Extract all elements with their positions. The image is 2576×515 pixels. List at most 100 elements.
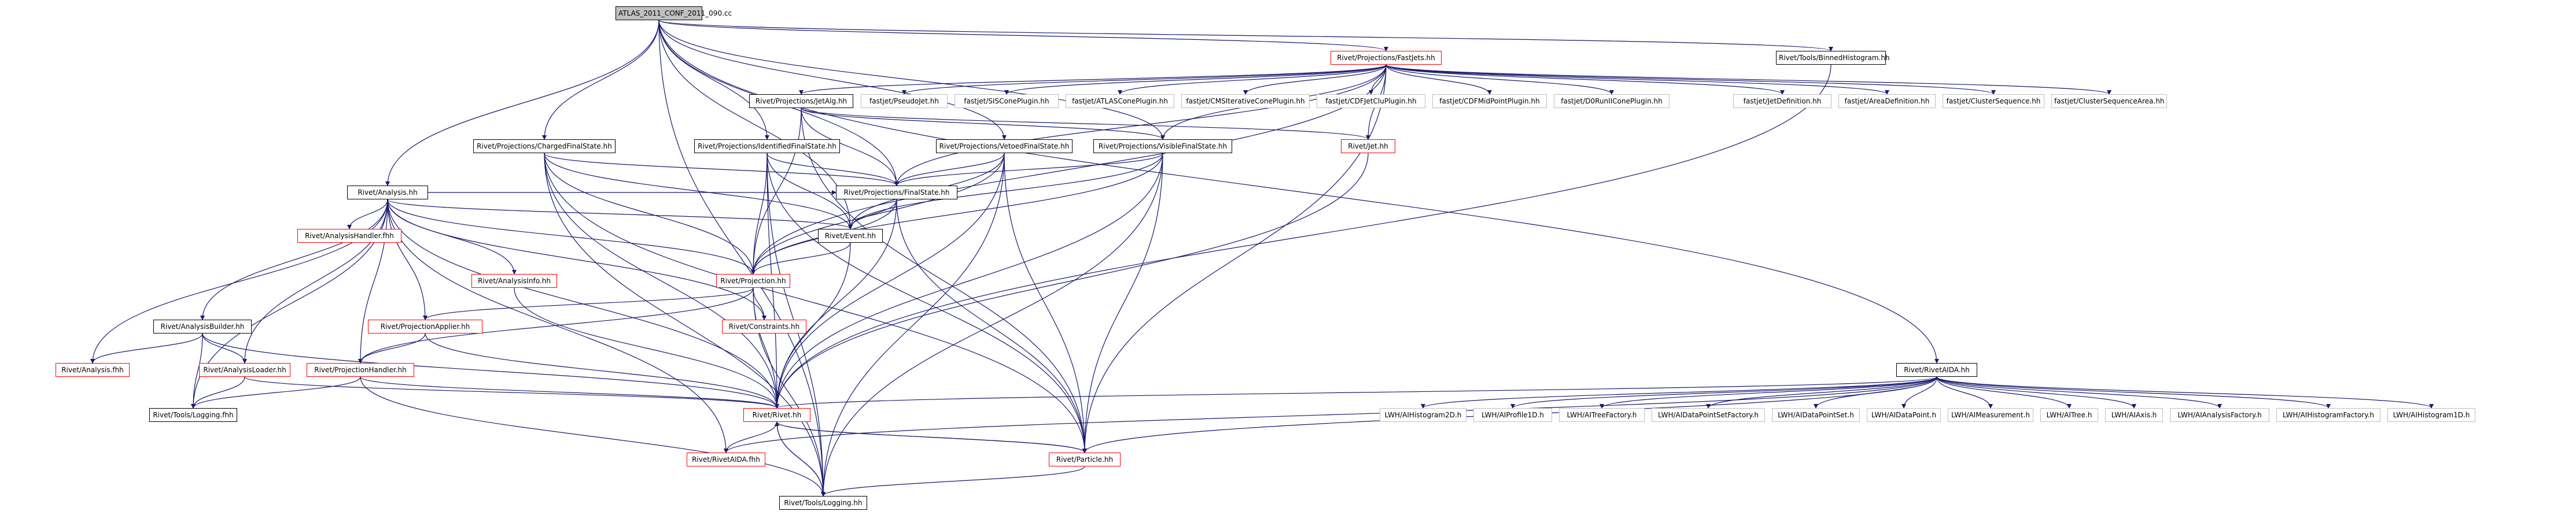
edge-root-to-visible	[658, 20, 1165, 140]
edge-event-to-rivet	[775, 242, 851, 409]
particle-node[interactable]: Rivet/Particle.hh	[1049, 453, 1121, 466]
edge-analysisbuilder-to-toolslogfhh	[191, 333, 203, 409]
edge-analysis-to-analysisfhh	[90, 199, 388, 364]
tools-logging-fhh-node[interactable]: Rivet/Tools/Logging.fhh	[149, 408, 237, 422]
lwh-axis-node[interactable]: LWH/AIAxis.h	[2105, 408, 2163, 422]
event-node[interactable]: Rivet/Event.hh	[818, 229, 883, 243]
lwh-measurement-node[interactable]: LWH/AIMeasurement.h	[1948, 408, 2033, 422]
edge-rivetaidahh-to-treefactory	[1600, 376, 1937, 409]
constraints-node[interactable]: Rivet/Constraints.hh	[722, 320, 806, 334]
edge-analysisbuilder-to-rivet	[202, 333, 779, 409]
identified-final-state-node[interactable]: Rivet/Projections/IdentifiedFinalState.h…	[694, 139, 840, 153]
rivet-jet-node[interactable]: Rivet/Jet.hh	[1341, 139, 1395, 153]
lwh-histogram2d-node[interactable]: LWH/AIHistogram2D.h	[1380, 408, 1466, 422]
lwh-datapoint-node[interactable]: LWH/AIDataPoint.h	[1867, 408, 1941, 422]
edge-projhandler-to-logging	[360, 376, 826, 497]
edge-root-to-binned	[658, 20, 1833, 51]
analysis-header-node[interactable]: Rivet/Analysis.hh	[347, 186, 428, 199]
atlascone-plugin-node[interactable]: fastjet/ATLASConePlugin.hh	[1066, 94, 1174, 108]
area-definition-node[interactable]: fastjet/AreaDefinition.hh	[1838, 94, 1936, 108]
projection-applier-node[interactable]: Rivet/ProjectionApplier.hh	[368, 320, 482, 334]
jet-definition-node[interactable]: fastjet/JetDefinition.hh	[1733, 94, 1831, 108]
edge-root-to-rivetaidahh	[658, 20, 1939, 364]
binned-histogram-node[interactable]: Rivet/Tools/BinnedHistogram.hh	[1776, 51, 1890, 65]
edge-fastlists-to-cdfmidpoint	[1385, 64, 1492, 95]
edge-fastlists-to-atlascone	[1118, 64, 1387, 95]
d0-run2-cone-plugin-node[interactable]: fastjet/D0RunIIConePlugin.hh	[1554, 94, 1670, 108]
edge-analysis-to-analysisloader	[242, 199, 388, 364]
edge-rivetaidahh-to-dpsfactory	[1706, 376, 1937, 409]
lwh-datapointset-node[interactable]: LWH/AIDataPointSet.h	[1772, 408, 1860, 422]
lwh-profile1d-node[interactable]: LWH/AIProfile1D.h	[1473, 408, 1552, 422]
jetalg-node[interactable]: Rivet/Projections/JetAlg.hh	[749, 94, 853, 108]
edge-rivetaidahh-to-tree	[1936, 376, 2072, 409]
cdf-jetclu-plugin-node[interactable]: fastjet/CDFJetCluPlugin.hh	[1317, 94, 1425, 108]
lwh-tree-factory-node[interactable]: LWH/AITreeFactory.h	[1559, 408, 1645, 422]
edge-analysis-to-analysishandler	[347, 199, 388, 229]
edge-rivetaidahh-to-measurement	[1936, 376, 1993, 409]
edge-rivetjet-to-rivet	[775, 153, 1369, 409]
lwh-analysis-factory-node[interactable]: LWH/AIAnalysisFactory.h	[2170, 408, 2269, 422]
edge-jetalg-to-projection	[751, 108, 802, 275]
lwh-histogram-factory-node[interactable]: LWH/AIHistogramFactory.h	[2276, 408, 2380, 422]
edge-root-to-logging	[658, 20, 826, 497]
edge-rivetaidahh-to-h2d	[1421, 376, 1937, 409]
charged-final-state-node[interactable]: Rivet/Projections/ChargedFinalState.hh	[473, 139, 616, 153]
siscone-plugin-node[interactable]: fastjet/SISConePlugin.hh	[955, 94, 1059, 108]
edge-analysis-to-analysisbuilder	[200, 199, 388, 320]
cluster-sequence-area-node[interactable]: fastjet/ClusterSequenceArea.hh	[2051, 94, 2167, 108]
edge-particle-to-rivet	[775, 421, 1085, 453]
edge-vetoed-to-rivet	[775, 153, 1005, 409]
edge-fastlists-to-clusterseq	[1385, 64, 1996, 95]
edge-projapplier-to-projhandler	[358, 333, 426, 364]
edge-analysisinfo-to-rivet	[514, 287, 779, 409]
analysis-fhh-node[interactable]: Rivet/Analysis.fhh	[56, 363, 130, 377]
edge-rivetaidahh-to-histfactory	[1936, 376, 2331, 409]
edge-analysis-to-constraints	[387, 199, 766, 320]
analysis-loader-node[interactable]: Rivet/AnalysisLoader.hh	[199, 363, 290, 377]
visible-final-state-node[interactable]: Rivet/Projections/VisibleFinalState.hh	[1093, 139, 1232, 153]
edge-binned-to-rivet	[775, 64, 1831, 409]
lwh-histogram1d-node[interactable]: LWH/AIHistogram1D.h	[2387, 408, 2475, 422]
edge-fastlists-to-jetdef	[1385, 64, 1785, 95]
cdf-midpoint-plugin-node[interactable]: fastjet/CDFMidPointPlugin.hh	[1432, 94, 1547, 108]
edge-analysisloader-to-toolslogfhh	[191, 376, 245, 409]
edge-visible-to-event	[848, 153, 1163, 229]
final-state-node[interactable]: Rivet/Projections/FinalState.hh	[836, 186, 957, 199]
analysis-info-node[interactable]: Rivet/AnalysisInfo.hh	[471, 274, 557, 288]
rivet-header-node[interactable]: Rivet/Rivet.hh	[743, 408, 810, 422]
analysis-builder-node[interactable]: Rivet/AnalysisBuilder.hh	[153, 320, 252, 334]
edge-projhandler-to-toolslogfhh	[191, 376, 361, 409]
edge-analysisloader-to-rivet	[244, 376, 779, 409]
analysis-handler-fhh-node[interactable]: Rivet/AnalysisHandler.fhh	[297, 229, 401, 243]
edge-identified-to-particle	[766, 153, 1087, 453]
edge-identified-to-finalstate	[766, 153, 899, 186]
tools-logging-node[interactable]: Rivet/Tools/Logging.hh	[779, 496, 867, 510]
edge-visible-to-projection	[751, 153, 1163, 275]
edge-root-to-event	[658, 20, 853, 229]
edge-projection-to-projapplier	[423, 287, 754, 320]
fastjets-node[interactable]: Rivet/Projections/FastJets.hh	[1331, 51, 1442, 65]
edge-rivetaidahh-to-anafactory	[1936, 376, 2222, 409]
edge-rivetaidahh-to-p1d	[1510, 376, 1937, 409]
edge-analysis-to-projhandler	[358, 199, 388, 364]
lwh-tree-node[interactable]: LWH/AITree.h	[2040, 408, 2098, 422]
projection-node[interactable]: Rivet/Projection.hh	[716, 274, 790, 288]
edge-analysisbuilder-to-analysisloader	[202, 333, 247, 364]
vetoed-final-state-node[interactable]: Rivet/Projections/VetoedFinalState.hh	[936, 139, 1073, 153]
rivet-aida-fhh-node[interactable]: Rivet/RivetAIDA.fhh	[687, 453, 765, 466]
pseudojet-node[interactable]: fastjet/PseudoJet.hh	[861, 94, 948, 108]
edge-jetalg-to-visible	[801, 108, 1165, 140]
edge-rivetaidahh-to-dps	[1814, 376, 1937, 409]
root-file-node[interactable]: ATLAS_2011_CONF_2011_090.cc	[616, 6, 732, 20]
edge-jetalg-to-finalstate	[801, 108, 899, 186]
rivet-aida-hh-node[interactable]: Rivet/RivetAIDA.hh	[1896, 363, 1977, 377]
edge-identified-to-projection	[751, 153, 768, 275]
lwh-datapointset-factory-node[interactable]: LWH/AIDataPointSetFactory.h	[1652, 408, 1765, 422]
cms-iterative-cone-plugin-node[interactable]: fastjet/CMSIterativeConePlugin.hh	[1181, 94, 1310, 108]
cluster-sequence-node[interactable]: fastjet/ClusterSequence.hh	[1943, 94, 2044, 108]
projection-handler-node[interactable]: Rivet/ProjectionHandler.hh	[307, 363, 414, 377]
edge-fastlists-to-pseudojet	[902, 64, 1387, 95]
edge-visible-to-rivet	[775, 153, 1163, 409]
